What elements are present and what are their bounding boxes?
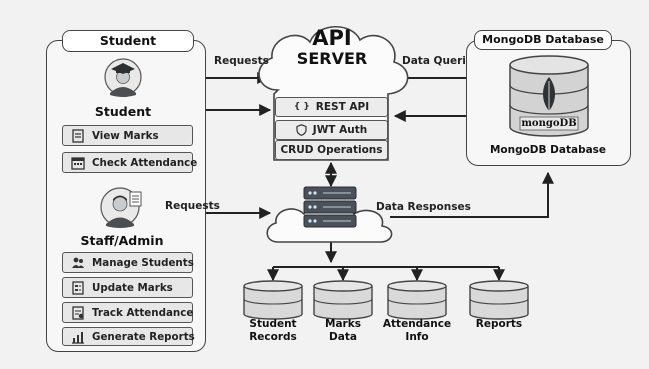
requests-bottom-label: Requests: [165, 200, 220, 212]
data-store-caption-line1: Reports: [475, 318, 523, 330]
api-title-line1: API: [312, 26, 352, 50]
server-rack-icon: [303, 186, 357, 228]
student-role-label: Student: [94, 104, 152, 119]
data-store-caption-line2: Info: [405, 331, 429, 343]
mongodb-caption: MongoDB Database: [489, 144, 607, 156]
rest-api-label: REST API: [315, 101, 370, 113]
shield-icon: [296, 124, 307, 136]
crud-operations-box[interactable]: CRUD Operations: [275, 140, 388, 160]
data-store-caption-line1: Student: [249, 318, 297, 330]
data-store-cylinder-icon: [387, 280, 447, 320]
check-attendance-item[interactable]: Check Attendance: [62, 152, 197, 173]
track-attendance-label: Track Attendance: [92, 306, 194, 319]
update-marks-item[interactable]: Update Marks: [62, 277, 193, 298]
crud-operations-label: CRUD Operations: [280, 144, 383, 156]
data-store-caption-line1: Attendance: [382, 318, 452, 330]
manage-students-item[interactable]: Manage Students: [62, 252, 194, 273]
data-store-caption-line2: Data: [329, 331, 357, 343]
jwt-auth-label: JWT Auth: [312, 124, 368, 136]
requests-top-label: Requests: [214, 55, 269, 67]
staff-role-label: Staff/Admin: [80, 233, 164, 248]
manage-students-label: Manage Students: [92, 256, 194, 269]
view-marks-label: View Marks: [92, 129, 159, 142]
check-attendance-label: Check Attendance: [92, 156, 198, 169]
generate-reports-item[interactable]: Generate Reports: [62, 327, 195, 346]
calendar-icon: [71, 156, 85, 170]
rest-api-box[interactable]: { } REST API: [275, 97, 388, 117]
mongodb-logo-text: mongoDB: [521, 118, 577, 129]
data-store-cylinder-icon: [313, 280, 373, 320]
track-attendance-item[interactable]: Track Attendance: [62, 302, 193, 323]
jwt-auth-box[interactable]: JWT Auth: [275, 120, 388, 140]
data-store-cylinder-icon: [243, 280, 303, 320]
arrow-cloud-mongo-responses: [390, 171, 554, 218]
mongodb-cylinder-icon: [509, 55, 589, 137]
data-store-cylinder-icon: [469, 280, 529, 320]
data-store-caption-line2: Records: [249, 331, 297, 343]
generate-reports-label: Generate Reports: [92, 330, 195, 343]
checklist-icon: [72, 305, 84, 320]
bar-chart-icon: [72, 331, 84, 344]
staff-avatar-icon: [100, 187, 142, 228]
api-title-line2: SERVER: [296, 49, 368, 68]
users-icon: [72, 257, 84, 268]
view-marks-item[interactable]: View Marks: [62, 125, 193, 146]
student-avatar-icon: [104, 58, 142, 97]
update-marks-label: Update Marks: [92, 281, 173, 294]
student-panel-title: Student: [62, 30, 194, 52]
mongodb-panel-title: MongoDB Database: [474, 30, 612, 50]
data-queries-label: Data Queries: [402, 55, 480, 67]
data-responses-label: Data Responses: [376, 201, 471, 213]
grade-sheet-icon: [72, 280, 84, 295]
data-store-caption-line1: Marks: [325, 318, 361, 330]
report-icon: [72, 128, 84, 143]
braces-icon: { }: [293, 102, 310, 112]
